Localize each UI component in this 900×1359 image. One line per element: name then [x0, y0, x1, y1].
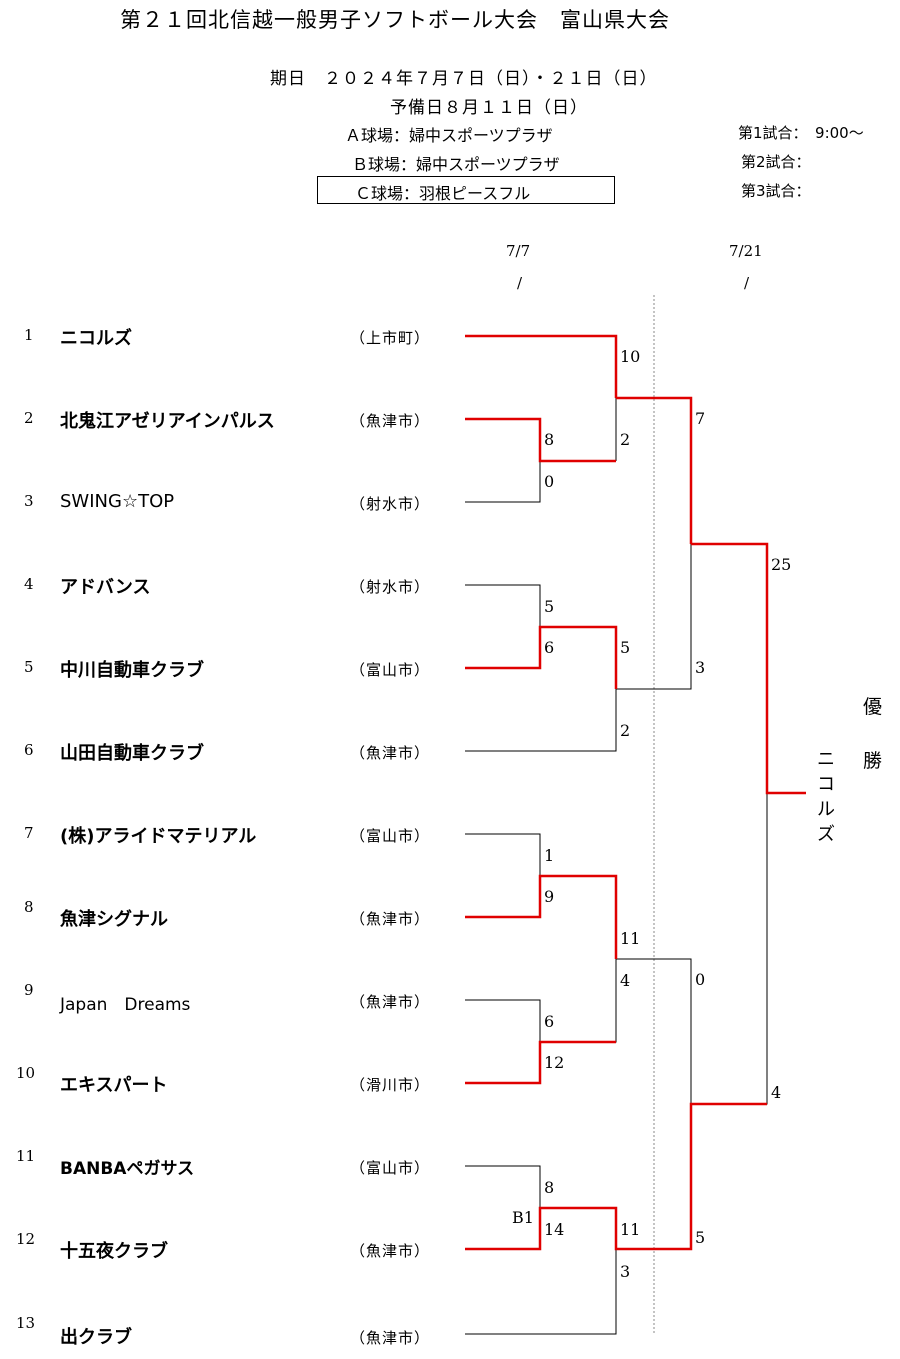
team-no: 5: [24, 658, 34, 676]
team-name: Japan Dreams: [60, 995, 191, 1015]
score: 2: [620, 430, 631, 449]
team-no: 13: [16, 1314, 36, 1332]
match-code: B1: [512, 1208, 534, 1227]
tournament-period: 期日 ２０２４年７月７日（日）・２１日（日）: [270, 69, 658, 89]
champion-name-char: コ: [817, 774, 835, 795]
round1-date: 7/7: [506, 242, 531, 260]
team-no: 4: [24, 575, 34, 593]
team-name: 山田自動車クラブ: [60, 743, 204, 764]
team-city: （魚津市）: [350, 993, 431, 1011]
team-city: （射水市）: [350, 578, 431, 596]
team-name: SWING☆TOP: [60, 491, 175, 512]
bracket-lines-black: [465, 398, 768, 1335]
team-no: 2: [24, 409, 34, 427]
tournament-title: 第２１回北信越一般男子ソフトボール大会 富山県大会: [120, 8, 670, 32]
score: 2: [620, 721, 631, 740]
team-city: （魚津市）: [350, 910, 431, 928]
score: 12: [544, 1053, 565, 1072]
team-no: 1: [24, 326, 34, 344]
score: 0: [544, 472, 555, 491]
bracket-lines-red: [465, 334, 806, 1251]
team-city: （魚津市）: [350, 744, 431, 762]
team-name: 北鬼江アゼリアインパルス: [60, 411, 275, 432]
champion-name-char: ズ: [817, 824, 835, 845]
score: 11: [620, 1220, 641, 1239]
team-name: (株)アライドマテリアル: [60, 826, 257, 847]
game-slot-2: 第2試合：: [741, 153, 811, 171]
score: 14: [544, 1220, 565, 1239]
score: 4: [771, 1083, 782, 1102]
team-city: （滑川市）: [350, 1076, 431, 1094]
score: 8: [544, 1178, 555, 1197]
court-a: Ａ球場：婦中スポーツプラザ: [345, 126, 553, 145]
team-no: 8: [24, 898, 34, 916]
team-name: 中川自動車クラブ: [60, 660, 204, 681]
score: 3: [695, 658, 706, 677]
court-c-frame: [317, 176, 615, 204]
court-b: Ｂ球場：婦中スポーツプラザ: [352, 155, 560, 174]
champion-label: 優: [863, 696, 883, 718]
score: 0: [695, 970, 706, 989]
game-slot-3: 第3試合：: [741, 182, 811, 200]
game-slot-1: 第1試合： 9:00～: [738, 124, 864, 142]
score: 10: [620, 347, 641, 366]
score: 5: [695, 1228, 706, 1247]
team-no: 3: [24, 492, 34, 510]
score: 5: [544, 597, 555, 616]
team-name: BANBAペガサス: [60, 1159, 195, 1179]
score: 8: [544, 430, 555, 449]
score: 25: [771, 555, 792, 574]
team-city: （富山市）: [350, 827, 431, 845]
score: 11: [620, 929, 641, 948]
court-c: Ｃ球場：羽根ピースフル: [355, 184, 531, 203]
reserve-day: 予備日８月１１日（日）: [390, 98, 588, 118]
score: 5: [620, 638, 631, 657]
score: 6: [544, 638, 555, 657]
team-no: 11: [16, 1147, 36, 1165]
champion-label: 勝: [863, 750, 883, 772]
score: 7: [695, 409, 706, 428]
team-city: （魚津市）: [350, 412, 431, 430]
team-city: （魚津市）: [350, 1329, 431, 1347]
team-name: 出クラブ: [60, 1327, 132, 1348]
team-city: （射水市）: [350, 495, 431, 513]
score: 3: [620, 1262, 631, 1281]
round2-date: 7/21: [729, 242, 763, 260]
team-no: 12: [16, 1230, 36, 1248]
team-city: （富山市）: [350, 1159, 431, 1177]
team-name: エキスパート: [60, 1075, 168, 1096]
team-name: 十五夜クラブ: [60, 1241, 168, 1262]
score: 9: [544, 887, 555, 906]
team-no: 7: [24, 824, 34, 842]
score: 4: [620, 971, 631, 990]
team-city: （富山市）: [350, 661, 431, 679]
champion-name-char: ニ: [817, 749, 835, 770]
champion-name-char: ル: [817, 799, 835, 820]
team-name: アドバンス: [60, 577, 151, 598]
team-no: 10: [16, 1064, 36, 1082]
round2-slash: /: [744, 274, 750, 292]
team-city: （上市町）: [350, 329, 431, 347]
team-no: 6: [24, 741, 34, 759]
team-no: 9: [24, 981, 34, 999]
score: 6: [544, 1012, 555, 1031]
score: 1: [544, 846, 555, 865]
team-name: 魚津シグナル: [60, 909, 168, 930]
team-city: （魚津市）: [350, 1242, 431, 1260]
team-name: ニコルズ: [60, 328, 132, 349]
round1-slash: /: [517, 274, 523, 292]
